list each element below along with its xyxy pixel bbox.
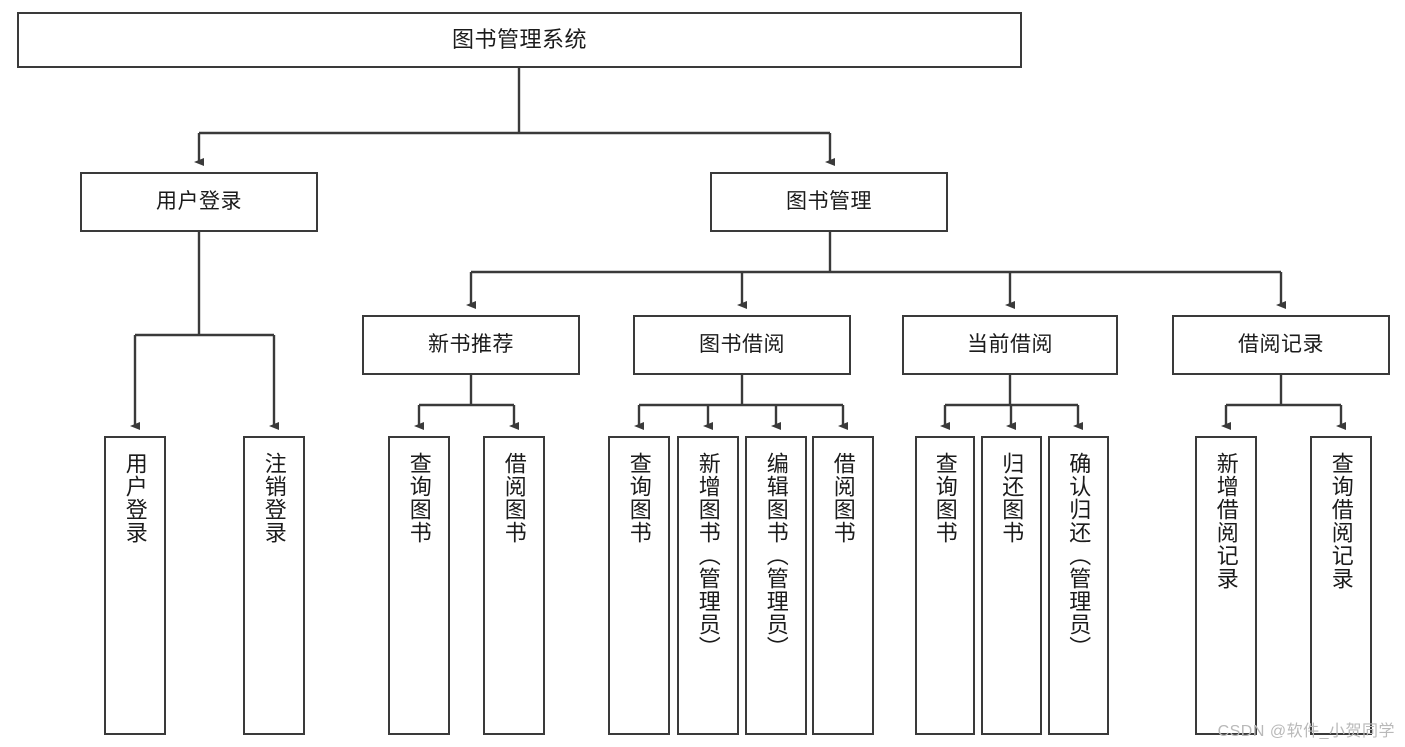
csdn-watermark: CSDN @软件_小贺同学	[1217, 723, 1395, 740]
leaf-borrow-book-rec-label: 借阅图书	[501, 452, 527, 544]
leaf-logout[interactable]: 注销登录	[243, 436, 305, 735]
node-book-manage-label: 图书管理	[786, 190, 872, 214]
node-borrow-record[interactable]: 借阅记录	[1172, 315, 1390, 375]
node-user-login-label: 用户登录	[156, 190, 242, 214]
leaf-add-record[interactable]: 新增借阅记录	[1195, 436, 1257, 735]
leaf-query-record-label: 查询借阅记录	[1328, 452, 1354, 590]
node-new-book-rec-label: 新书推荐	[428, 333, 514, 357]
leaf-query-book-borrow[interactable]: 查询图书	[608, 436, 670, 735]
leaf-query-book-rec-label: 查询图书	[406, 452, 432, 544]
leaf-query-book-borrow-label: 查询图书	[626, 452, 652, 544]
leaf-user-login-label: 用户登录	[122, 452, 148, 544]
node-user-login[interactable]: 用户登录	[80, 172, 318, 232]
node-book-borrow-label: 图书借阅	[699, 333, 785, 357]
leaf-return-book[interactable]: 归还图书	[981, 436, 1042, 735]
leaf-query-book-cur[interactable]: 查询图书	[915, 436, 975, 735]
node-current-borrow-label: 当前借阅	[967, 333, 1053, 357]
leaf-edit-book-label: 编辑图书（管理员）	[763, 452, 789, 659]
leaf-edit-book[interactable]: 编辑图书（管理员）	[745, 436, 807, 735]
leaf-query-book-cur-label: 查询图书	[932, 452, 958, 544]
leaf-return-book-label: 归还图书	[999, 452, 1025, 544]
leaf-add-book[interactable]: 新增图书（管理员）	[677, 436, 739, 735]
leaf-confirm-return-label: 确认归还（管理员）	[1066, 452, 1092, 659]
leaf-borrow-book-rec[interactable]: 借阅图书	[483, 436, 545, 735]
leaf-add-record-label: 新增借阅记录	[1213, 452, 1239, 590]
leaf-add-book-label: 新增图书（管理员）	[695, 452, 721, 659]
node-new-book-rec[interactable]: 新书推荐	[362, 315, 580, 375]
leaf-logout-label: 注销登录	[261, 452, 287, 544]
node-book-manage[interactable]: 图书管理	[710, 172, 948, 232]
leaf-query-book-rec[interactable]: 查询图书	[388, 436, 450, 735]
node-current-borrow[interactable]: 当前借阅	[902, 315, 1118, 375]
node-root[interactable]: 图书管理系统	[17, 12, 1022, 68]
leaf-confirm-return[interactable]: 确认归还（管理员）	[1048, 436, 1109, 735]
leaf-user-login[interactable]: 用户登录	[104, 436, 166, 735]
leaf-query-record[interactable]: 查询借阅记录	[1310, 436, 1372, 735]
node-root-label: 图书管理系统	[451, 26, 587, 52]
leaf-borrow-book[interactable]: 借阅图书	[812, 436, 874, 735]
node-borrow-record-label: 借阅记录	[1238, 333, 1324, 357]
leaf-borrow-book-label: 借阅图书	[830, 452, 856, 544]
node-book-borrow[interactable]: 图书借阅	[633, 315, 851, 375]
